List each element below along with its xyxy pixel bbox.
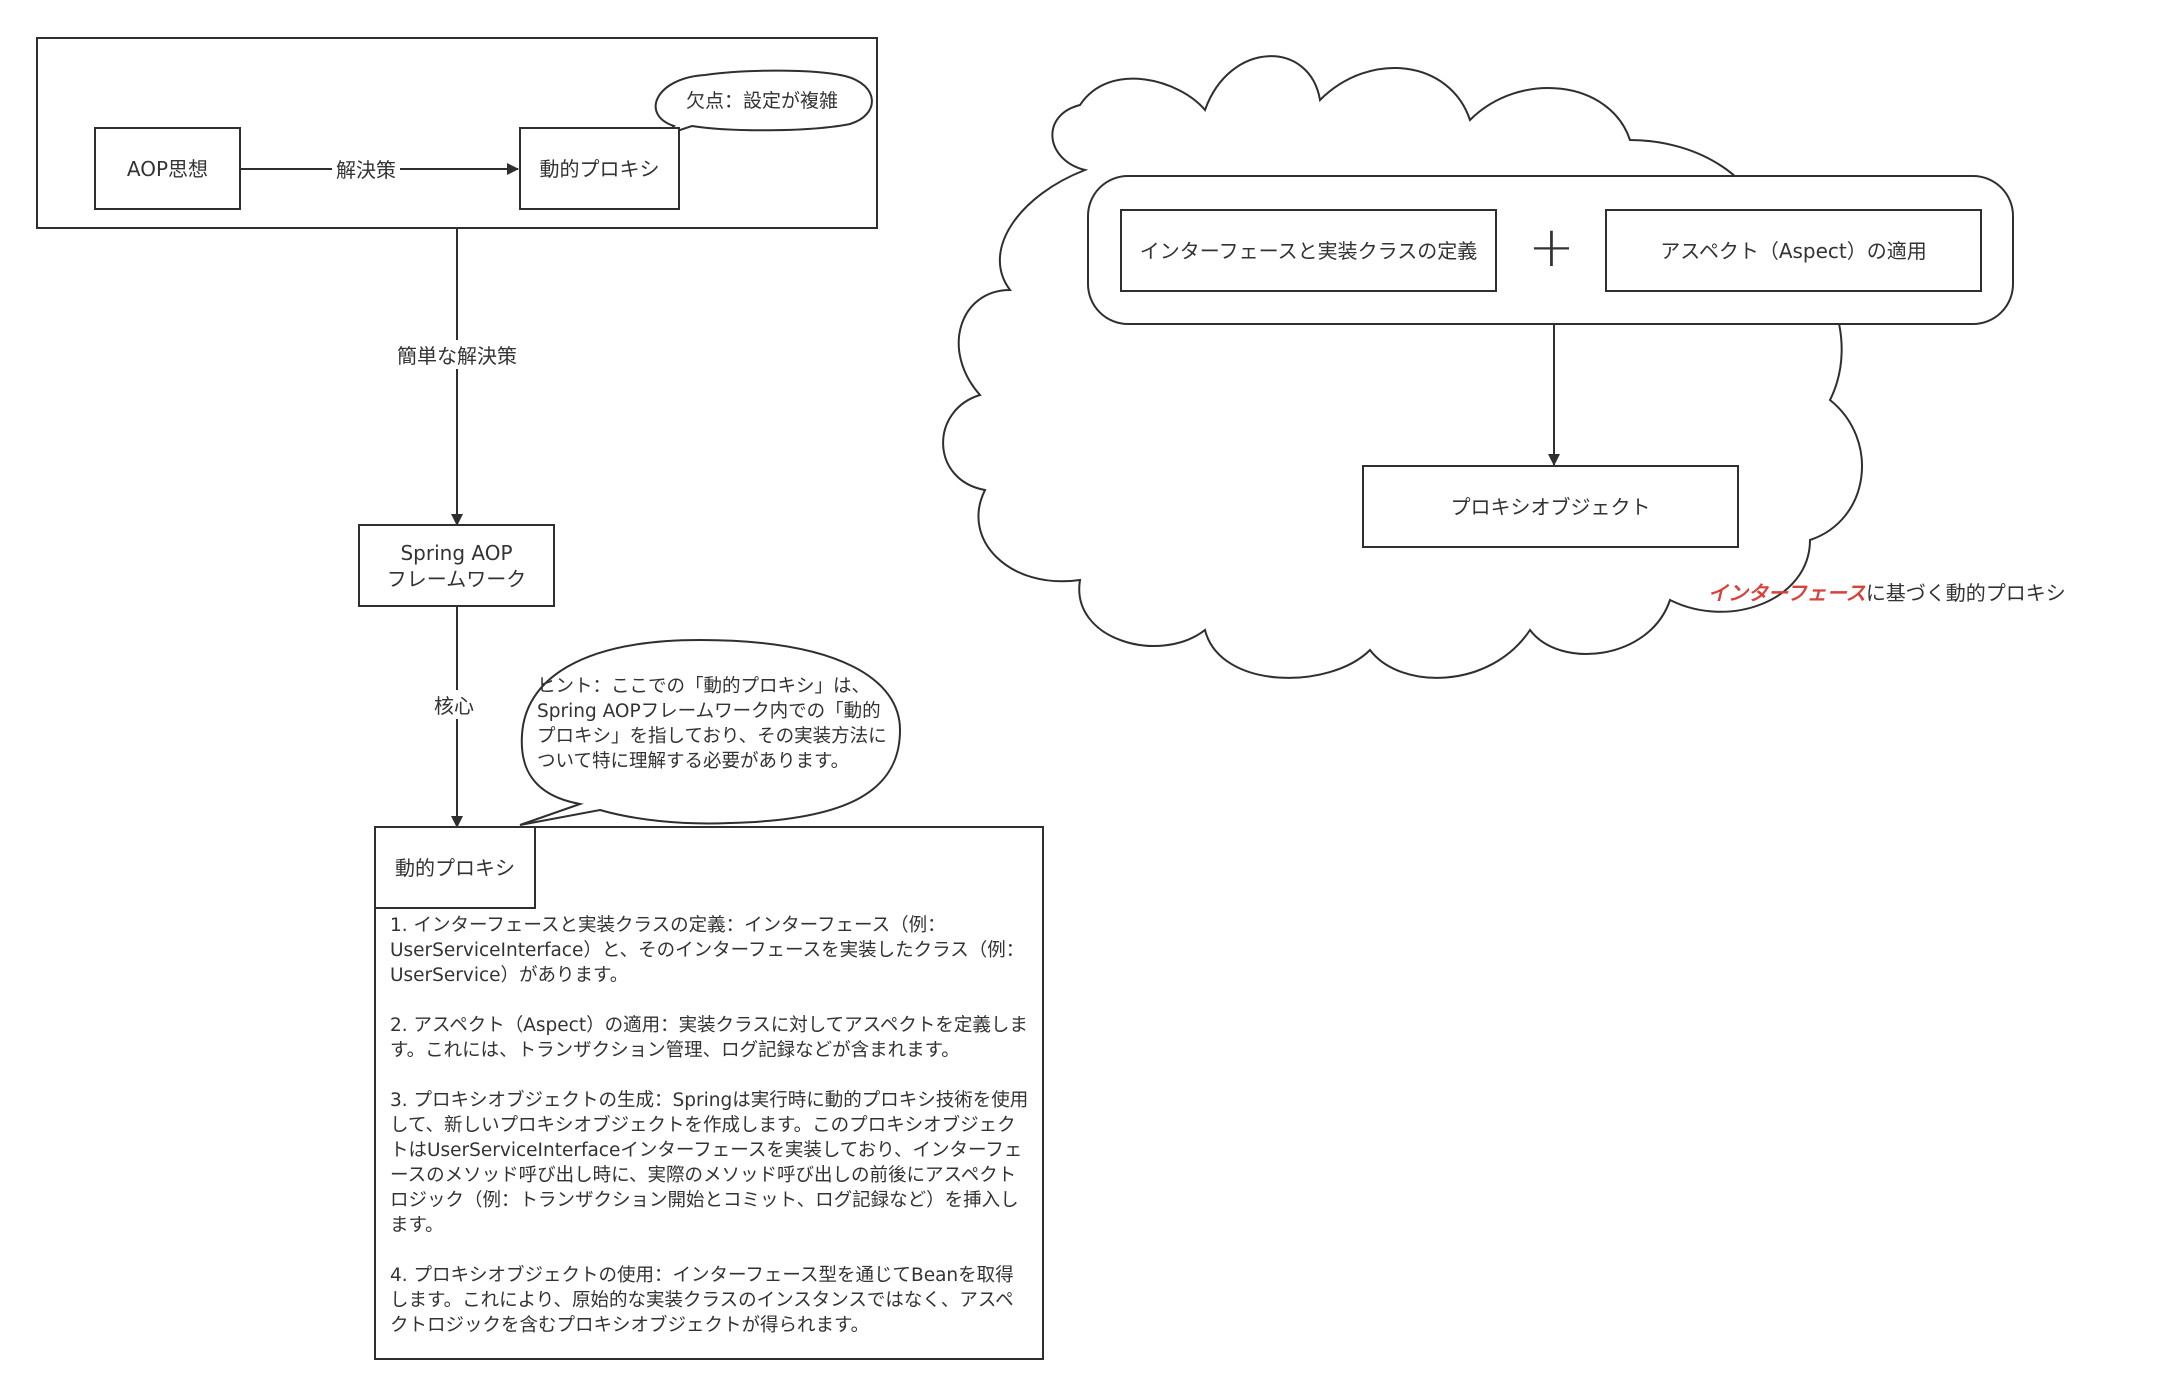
aop-idea-box: AOP思想 (94, 127, 241, 210)
aop-idea-label: AOP思想 (126, 156, 209, 181)
step-apply-aspect: 2. アスペクト（Aspect）の適用：実装クラスに対してアスペクトを定義します… (390, 1015, 1028, 1061)
simple-solution-edge-label: 簡単な解決策 (393, 340, 521, 369)
dynamic-proxy-detail-box (374, 826, 1044, 1360)
dynamic-proxy-top-box: 動的プロキシ (519, 127, 680, 210)
dynamic-proxy-detail-title-box: 動的プロキシ (374, 826, 536, 909)
hint-callout-bubble (519, 638, 902, 826)
interface-impl-label: インターフェースと実装クラスの定義 (1139, 238, 1478, 263)
interface-impl-box: インターフェースと実装クラスの定義 (1120, 209, 1497, 292)
drawback-callout-bubble (654, 69, 873, 136)
dynamic-proxy-steps: 1. インターフェースと実装クラスの定義：インターフェース（例：UserServ… (390, 913, 1030, 1338)
proxy-object-box: プロキシオブジェクト (1362, 465, 1739, 548)
drawback-callout-text: 欠点：設定が複雑 (686, 90, 839, 112)
cloud-caption-rest: に基づく動的プロキシ (1865, 581, 2066, 605)
core-edge-label: 核心 (430, 690, 478, 719)
proxy-object-label: プロキシオブジェクト (1450, 494, 1651, 519)
cloud-caption-highlight: インターフェース (1708, 581, 1866, 605)
hint-callout-text: ヒント：ここでの「動的プロキシ」は、Spring AOPフレームワーク内での「動… (537, 676, 887, 772)
plus-sign: + (1528, 215, 1575, 280)
dynamic-proxy-top-label: 動的プロキシ (539, 156, 660, 181)
aspect-apply-label: アスペクト（Aspect）の適用 (1660, 238, 1927, 263)
spring-aop-sublabel: フレームワーク (386, 566, 527, 591)
cloud-caption: インターフェースに基づく動的プロキシ (1708, 577, 2066, 606)
step-use-proxy: 4. プロキシオブジェクトの使用：インターフェース型を通じてBeanを取得します… (390, 1265, 1014, 1336)
spring-aop-box: Spring AOP フレームワーク (358, 524, 555, 607)
dynamic-proxy-detail-title: 動的プロキシ (395, 855, 515, 880)
aspect-apply-box: アスペクト（Aspect）の適用 (1605, 209, 1982, 292)
spring-aop-label: Spring AOP (400, 540, 513, 565)
step-define-interface: 1. インターフェースと実装クラスの定義：インターフェース（例：UserServ… (390, 915, 1025, 986)
step-generate-proxy: 3. プロキシオブジェクトの生成：Springは実行時に動的プロキシ技術を使用し… (390, 1090, 1029, 1236)
solution-edge-label: 解決策 (332, 154, 400, 183)
